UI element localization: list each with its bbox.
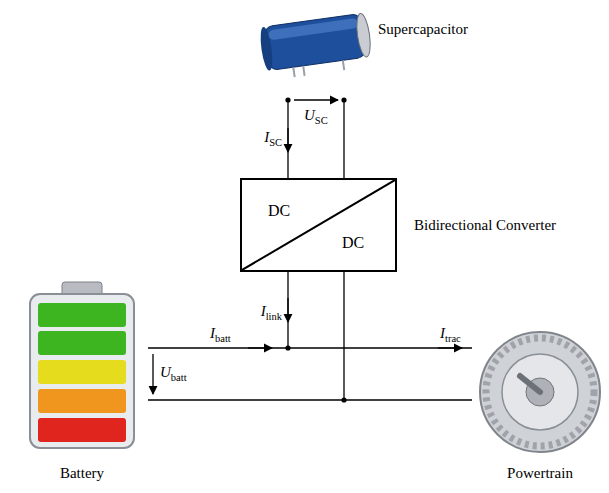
battery-bar [38, 331, 126, 355]
capacitor-pin [303, 66, 304, 76]
component-name: Battery [60, 464, 104, 482]
current-symbol: Ibatt [210, 324, 231, 342]
junction-dot [285, 345, 290, 350]
wire [148, 347, 472, 348]
motor-image [480, 332, 600, 452]
component-name: Supercapacitor [378, 20, 468, 38]
terminal-dot [285, 97, 290, 102]
wire [343, 272, 344, 400]
converter-diagonal [242, 180, 395, 270]
battery-body [30, 294, 134, 448]
capacitor-highlight [268, 18, 359, 40]
motor-teeth [486, 338, 594, 446]
current-symbol: Itrac [440, 324, 461, 342]
wire [287, 272, 288, 348]
battery-bar [38, 389, 126, 413]
converter-box: DCDCBidirectional Converter [240, 178, 397, 272]
battery-bar [38, 418, 126, 442]
wires [148, 100, 472, 400]
capacitor-body [263, 13, 366, 70]
supercapacitor-image [258, 13, 373, 82]
motor-face [502, 354, 578, 430]
capacitor-end-cap [355, 13, 373, 58]
voltage-arrow [152, 354, 153, 394]
current-symbol: ISC [264, 128, 282, 146]
terminal-dot [341, 97, 346, 102]
current-arrow [248, 347, 272, 348]
battery-image [30, 282, 134, 448]
current-arrow [287, 128, 288, 152]
current-symbol: Ilink [261, 302, 282, 320]
component-name: Powertrain [507, 464, 573, 482]
current-arrow [287, 298, 288, 322]
motor-housing [480, 332, 600, 452]
capacitor-pin [343, 60, 344, 70]
capacitor-end [258, 26, 274, 71]
converter-side-label: DC [268, 202, 290, 220]
voltage-symbol: USC [304, 106, 328, 124]
converter-title: Bidirectional Converter [414, 216, 556, 234]
voltage-symbol: Ubatt [160, 363, 187, 381]
diagonal-line [242, 180, 395, 270]
current-arrow [438, 347, 462, 348]
battery-bar [38, 303, 126, 327]
battery-bar [38, 360, 126, 384]
voltage-arrow [294, 99, 338, 100]
wire [343, 100, 344, 178]
wire [148, 399, 472, 400]
wire [287, 100, 288, 178]
motor-shaft [520, 376, 540, 392]
converter-side-label: DC [342, 234, 364, 252]
junction-dot [341, 397, 346, 402]
capacitor-pin [293, 67, 294, 77]
